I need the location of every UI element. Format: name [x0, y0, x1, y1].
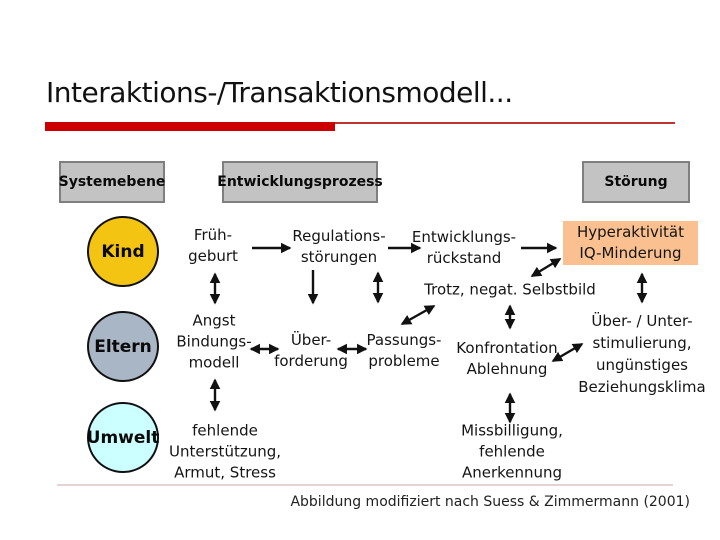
ellipse-kind-label: Kind [101, 241, 145, 262]
title-accent-line [335, 122, 675, 124]
ellipse-umwelt: Umwelt [87, 402, 159, 473]
node-ueber-unterstimulierung: Über- / Unter- stimulierung, ungünstiges… [578, 312, 706, 396]
node-entwicklungsrueckstand: Entwicklungs- rückstand [411, 228, 517, 267]
page-title: Interaktions-/Transaktionsmodell... [46, 76, 513, 109]
footer-divider [57, 484, 673, 486]
node-regulationsstoerungen: Regulations- störungen [292, 227, 386, 266]
source-caption: Abbildung modifiziert nach Suess & Zimme… [290, 494, 690, 510]
title-accent-bar [45, 122, 335, 131]
node-hyperaktivitaet: Hyperaktivität IQ-Minderung [563, 221, 698, 265]
node-ueberforderung: Über- forderung [274, 331, 348, 370]
node-trotz-selbstbild: Trotz, negat. Selbstbild [424, 280, 596, 299]
header-box-systemebene: Systemebene [59, 161, 165, 203]
ellipse-umwelt-label: Umwelt [86, 427, 160, 448]
node-missbilligung: Missbilligung, fehlende Anerkennung [461, 421, 563, 482]
header-box-entwicklungsprozess: Entwicklungsprozess [217, 161, 383, 203]
arrow-trotz-hyperaktivitaet [530, 257, 562, 278]
node-konfrontation-ablehnung: Konfrontation Ablehnung [456, 339, 558, 378]
arrow-passungs-trotz [400, 304, 436, 326]
ellipse-eltern-label: Eltern [94, 336, 152, 357]
ellipse-kind: Kind [87, 216, 159, 287]
node-passungsprobleme: Passungs- probleme [366, 331, 442, 370]
ellipse-eltern: Eltern [87, 311, 159, 382]
node-angst-bindungsmodell: Angst Bindungs- modell [176, 311, 252, 372]
node-fruehgeburt: Früh- geburt [188, 226, 238, 265]
header-box-stoerung: Störung [582, 161, 690, 203]
node-fehlende-unterstuetzung: fehlende Unterstützung, Armut, Stress [168, 421, 282, 482]
